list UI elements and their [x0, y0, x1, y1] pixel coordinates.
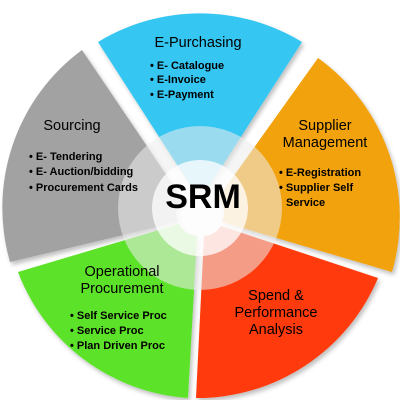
operational-procurement-title: Operational: [85, 264, 160, 280]
operational-procurement-content: Operational Procurement • Self Service P…: [70, 264, 167, 352]
operational-procurement-item: • Self Service Proc: [70, 310, 167, 322]
spend-analysis-title: Spend &: [248, 288, 304, 304]
supplier-management-item: • E-Registration: [279, 167, 361, 179]
center-label: SRM: [165, 178, 241, 216]
e-purchasing-content: E-Purchasing • E- Catalogue • E-Invoice …: [150, 35, 242, 101]
supplier-management-item: Service: [286, 197, 325, 209]
operational-procurement-item: • Plan Driven Proc: [70, 340, 165, 352]
e-purchasing-item: • E- Catalogue: [150, 60, 224, 72]
supplier-management-item: • Supplier Self: [279, 182, 353, 194]
supplier-management-title: Supplier: [298, 118, 351, 134]
operational-procurement-title: Procurement: [80, 281, 163, 297]
supplier-management-title: Management: [283, 135, 368, 151]
sourcing-content: Sourcing • E- Tendering • E- Auction/bid…: [29, 118, 138, 194]
spend-analysis-title: Analysis: [249, 322, 303, 338]
sourcing-item: • E- Auction/bidding: [29, 166, 133, 178]
sourcing-item: • Procurement Cards: [29, 182, 138, 194]
sourcing-item: • E- Tendering: [29, 151, 102, 163]
spend-analysis-title: Performance: [234, 305, 317, 321]
segment-e-purchasing: [98, 13, 302, 188]
spend-analysis-content: Spend & Performance Analysis: [234, 288, 317, 338]
e-purchasing-title: E-Purchasing: [154, 35, 241, 51]
operational-procurement-item: • Service Proc: [70, 325, 144, 337]
supplier-management-content: Supplier Management • E-Registration • S…: [279, 118, 367, 209]
sourcing-title: Sourcing: [43, 118, 100, 134]
e-purchasing-item: • E-Invoice: [150, 74, 206, 86]
e-purchasing-item: • E-Payment: [150, 89, 214, 101]
center-hub-inner: [152, 160, 248, 256]
